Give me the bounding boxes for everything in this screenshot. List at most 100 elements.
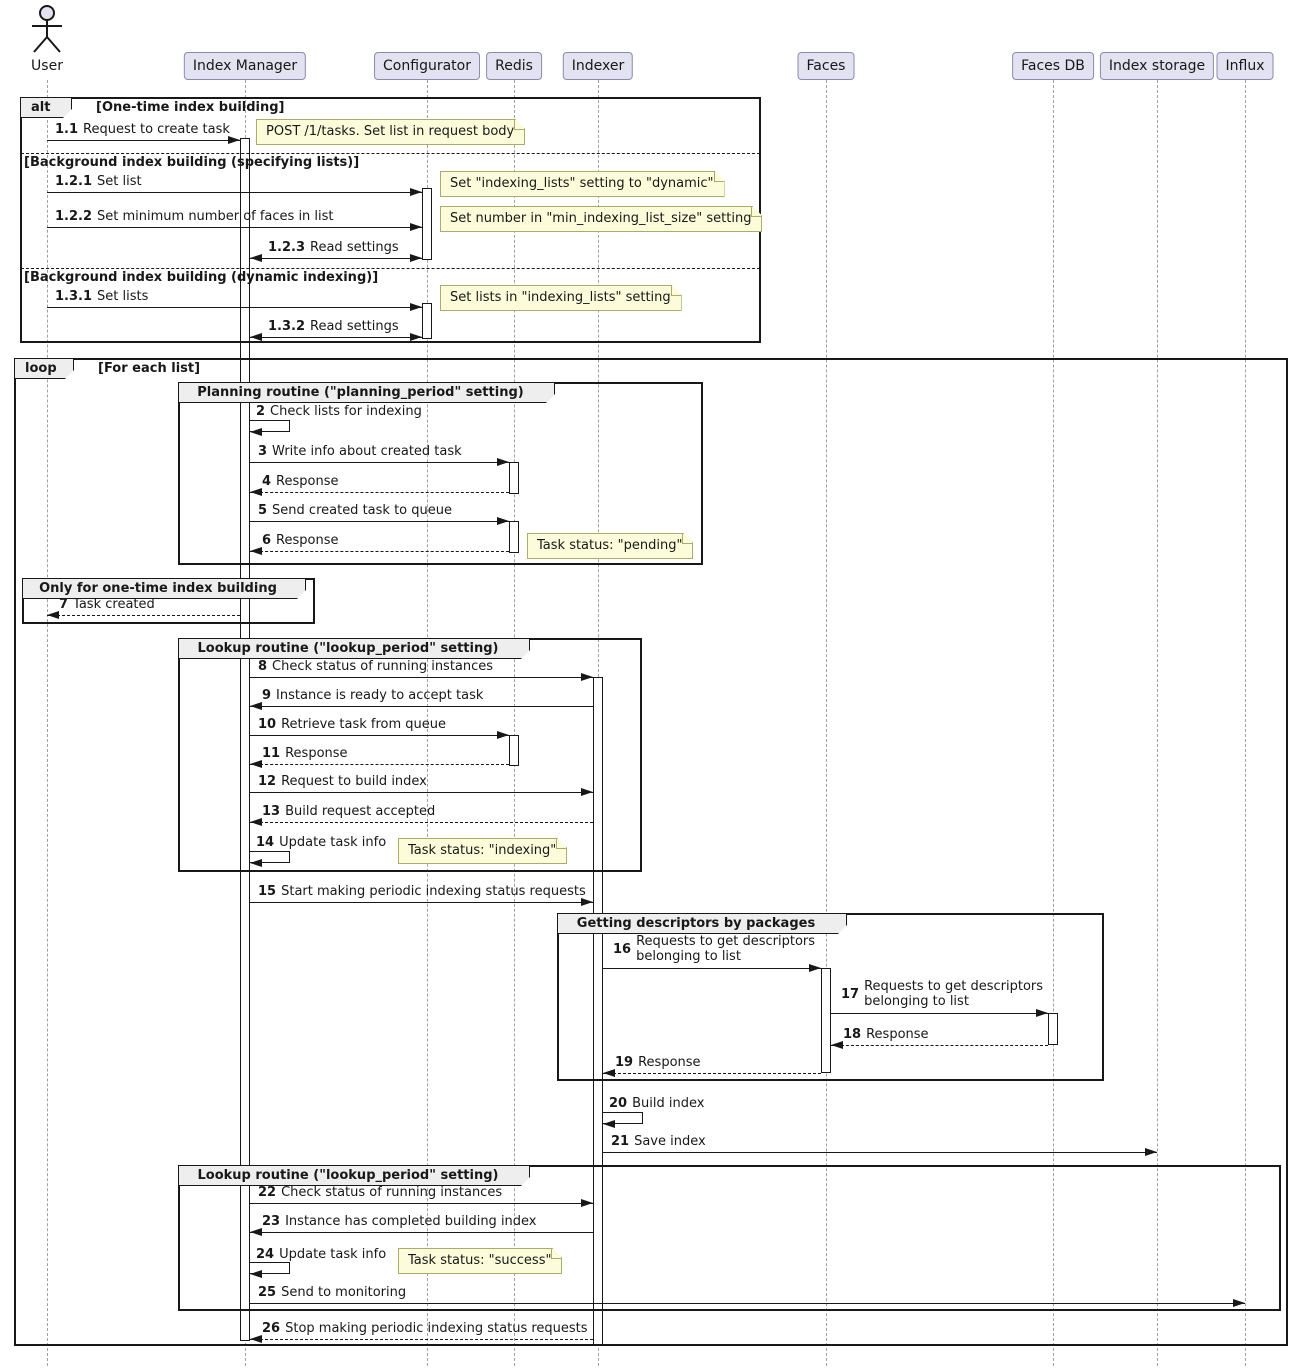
message-line-15 <box>250 902 593 903</box>
arrowhead-left-4 <box>250 488 262 496</box>
message-line-1.1 <box>47 140 240 141</box>
activation-bar-2 <box>422 303 432 339</box>
activation-bar-0 <box>240 138 250 1341</box>
message-line-19 <box>603 1073 821 1074</box>
message-line-16 <box>603 968 821 969</box>
participant-index-manager: Index Manager <box>183 52 307 80</box>
self-arrowhead-left-2 <box>250 428 262 436</box>
note-6: Task status: "success" <box>398 1248 562 1274</box>
arrowhead-right-8 <box>581 673 593 681</box>
activation-bar-3 <box>509 462 519 494</box>
frame-loop-condition: [For each list] <box>98 361 201 376</box>
arrowhead-right-5 <box>497 517 509 525</box>
divider-line-0 <box>21 153 760 154</box>
participant-configurator: Configurator <box>374 52 480 80</box>
frame-loop-tab: loop <box>14 358 74 379</box>
arrowhead-left-26 <box>250 1335 262 1343</box>
arrowhead-right-22 <box>581 1199 593 1207</box>
divider-label-1: [Background index building (dynamic inde… <box>24 270 379 285</box>
arrowhead-right-16 <box>809 964 821 972</box>
frame-lookup-routine-lookup-period-setting-tab: Lookup routine ("lookup_period" setting) <box>178 638 530 659</box>
participant-user: User <box>31 58 63 74</box>
participant-faces: Faces <box>797 52 855 80</box>
arrowhead-right-21 <box>1145 1148 1157 1156</box>
arrowhead-left-1.3.2 <box>250 333 262 341</box>
participant-redis: Redis <box>486 52 542 80</box>
frame-planning-routine-planning-period-setting-tab: Planning routine ("planning_period" sett… <box>178 382 555 403</box>
message-line-6 <box>250 551 509 552</box>
message-line-21 <box>603 1152 1157 1153</box>
self-arrowhead-left-20 <box>603 1120 615 1128</box>
arrowhead-right-1.2.3 <box>410 254 422 262</box>
divider-line-1 <box>21 268 760 269</box>
activation-bar-4 <box>509 521 519 553</box>
arrowhead-left-11 <box>250 760 262 768</box>
message-line-1.2.1 <box>47 192 422 193</box>
arrowhead-left-18 <box>831 1041 843 1049</box>
self-message-loop-14 <box>250 851 290 863</box>
message-line-25 <box>250 1303 1245 1304</box>
message-line-1.2.2 <box>47 227 422 228</box>
message-line-9 <box>250 706 593 707</box>
note-5: Task status: "indexing" <box>398 838 567 864</box>
message-line-1.3.1 <box>47 307 422 308</box>
lifeline-redis <box>514 80 515 1366</box>
message-line-1.3.2 <box>250 337 422 338</box>
message-line-8 <box>250 677 593 678</box>
arrowhead-right-17 <box>1036 1009 1048 1017</box>
note-0: POST /1/tasks. Set list in request body <box>256 119 525 145</box>
message-line-11 <box>250 764 509 765</box>
message-line-1.2.3 <box>250 258 422 259</box>
arrowhead-right-3 <box>497 458 509 466</box>
participant-faces-db: Faces DB <box>1012 52 1094 80</box>
arrowhead-left-7 <box>47 611 59 619</box>
arrowhead-left-1.2.3 <box>250 254 262 262</box>
activation-bar-1 <box>422 188 432 260</box>
lifeline-faces-db <box>1053 80 1054 1366</box>
message-line-26 <box>250 1339 593 1340</box>
note-3: Set lists in "indexing_lists" setting <box>440 285 682 311</box>
participant-influx: Influx <box>1216 52 1274 80</box>
arrowhead-right-1.2.1 <box>410 188 422 196</box>
message-line-13 <box>250 822 593 823</box>
note-4: Task status: "pending" <box>527 533 693 559</box>
participant-index-storage: Index storage <box>1099 52 1215 80</box>
arrowhead-left-6 <box>250 547 262 555</box>
frame-lookup-routine-lookup-period-setting-tab: Lookup routine ("lookup_period" setting) <box>178 1165 530 1186</box>
arrowhead-left-19 <box>603 1069 615 1077</box>
activation-bar-5 <box>509 735 519 766</box>
arrowhead-right-15 <box>581 898 593 906</box>
message-line-5 <box>250 521 509 522</box>
message-line-10 <box>250 735 509 736</box>
self-message-loop-24 <box>250 1262 290 1274</box>
message-line-4 <box>250 492 509 493</box>
frame-only-for-one-time-index-building-tab: Only for one-time index building <box>22 578 306 599</box>
activation-bar-7 <box>821 968 831 1073</box>
arrowhead-right-1.2.2 <box>410 223 422 231</box>
